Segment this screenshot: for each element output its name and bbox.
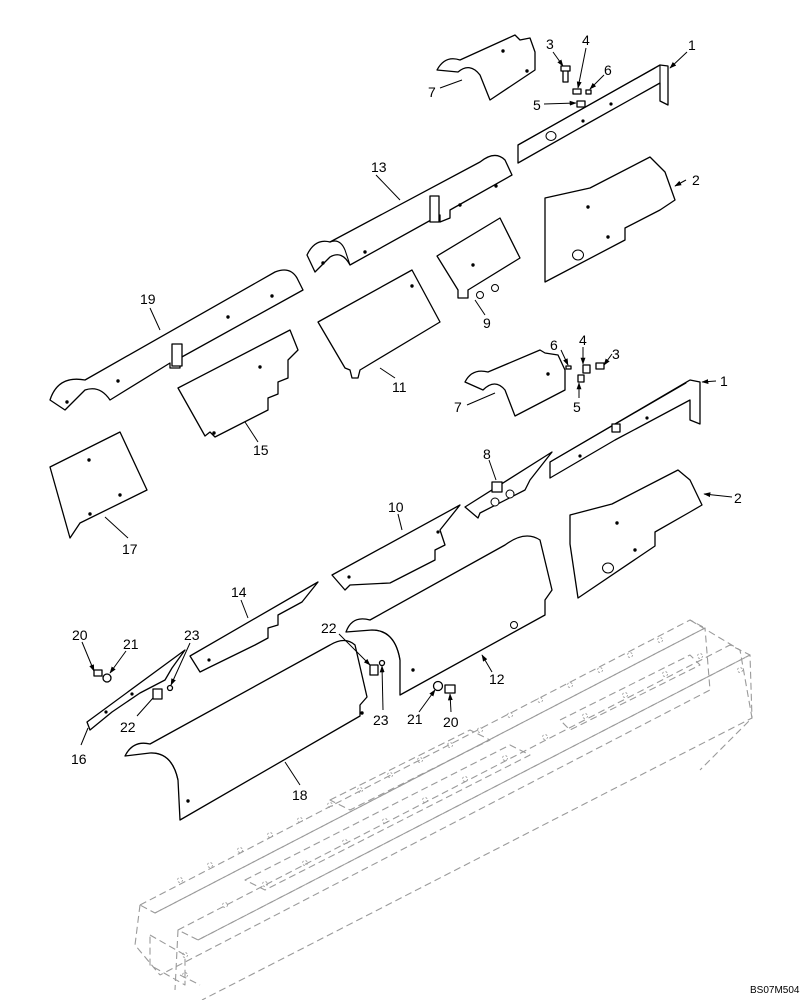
callout-9: 9 [483,315,491,331]
part-2-lower-side-panel [569,469,703,599]
callout-4-lower: 4 [579,332,587,348]
part-15-plate [177,329,299,438]
part-11-plate [317,269,441,379]
callout-3-lower: 3 [612,346,620,362]
callout-17: 17 [122,541,138,557]
callout-1-upper: 1 [688,37,696,53]
callout-21-left: 21 [123,636,139,652]
callout-23-right: 23 [373,712,389,728]
callout-20-left: 20 [72,627,88,643]
part-17-plate [49,431,148,539]
part-14-channel [189,581,319,673]
callout-18: 18 [292,787,308,803]
part-12-cover [345,535,553,696]
callout-3-upper: 3 [546,36,554,52]
callout-22-left: 22 [120,719,136,735]
callout-7-lower: 7 [454,399,462,415]
callout-20-right: 20 [443,714,459,730]
callout-6-lower: 6 [550,337,558,353]
callout-2-upper: 2 [692,172,700,188]
callout-leaders [80,47,733,786]
part-19-long-cover [49,269,304,411]
callout-14: 14 [231,584,247,600]
hardware-lower [565,362,605,383]
callout-10: 10 [388,499,404,515]
callout-7-upper: 7 [428,84,436,100]
callout-5-upper: 5 [533,97,541,113]
callout-22-right: 22 [321,620,337,636]
callout-5-lower: 5 [573,399,581,415]
callout-15: 15 [253,442,269,458]
callout-2-lower: 2 [734,490,742,506]
callout-4-upper: 4 [582,32,590,48]
hardware-upper [560,65,592,108]
part-8-bracket [464,451,553,519]
frame-rails-phantom [134,619,753,1000]
callout-12: 12 [489,671,505,687]
part-1-upper-bracket [517,64,669,164]
hardware-bolts [93,659,456,700]
callout-8: 8 [483,446,491,462]
callout-23-left: 23 [184,627,200,643]
callout-21-right: 21 [407,711,423,727]
part-1-lower-bracket [549,379,701,479]
part-18-long-cover [124,639,368,821]
part-16-bracket [86,649,186,731]
callout-13: 13 [371,159,387,175]
part-7-lower-cover [464,349,566,417]
part-2-upper-side-panel [544,156,676,283]
callout-19: 19 [140,291,156,307]
part-13-center-cover [306,154,513,273]
callout-1-lower: 1 [720,373,728,389]
part-7-upper-cover [436,34,536,101]
part-9-plate [436,217,521,299]
callout-16: 16 [71,751,87,767]
callout-labels: 1 2 3 4 5 6 7 13 19 9 11 15 6 4 3 7 5 1 … [71,32,800,996]
callout-6-upper: 6 [604,62,612,78]
part-10-channel [331,504,461,591]
callout-11: 11 [392,379,407,395]
drawing-code: BS07M504 [750,985,800,996]
